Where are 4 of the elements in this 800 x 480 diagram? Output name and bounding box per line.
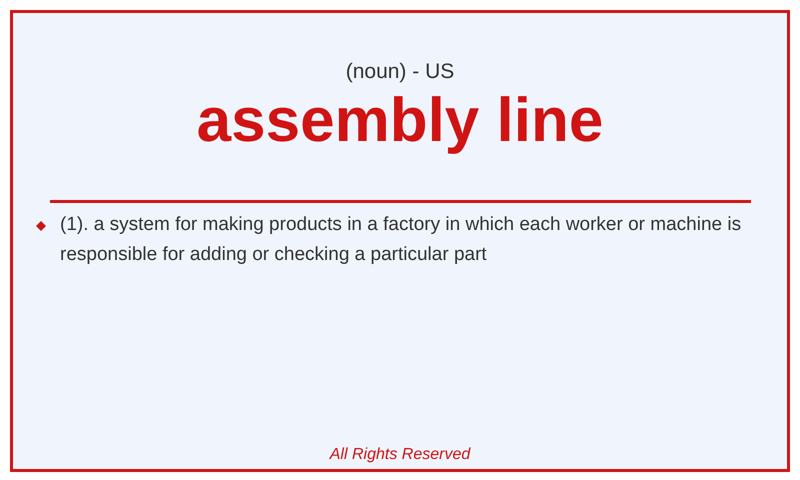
headword-title: assembly line <box>196 85 604 156</box>
part-of-speech-text: (noun) - US <box>344 60 456 84</box>
definition-text: (1). a system for making products in a factory in which each worker or machine is responsible for adding or checking a particular part <box>60 213 742 267</box>
copyright-footer: All Rights Reserved <box>13 446 787 464</box>
